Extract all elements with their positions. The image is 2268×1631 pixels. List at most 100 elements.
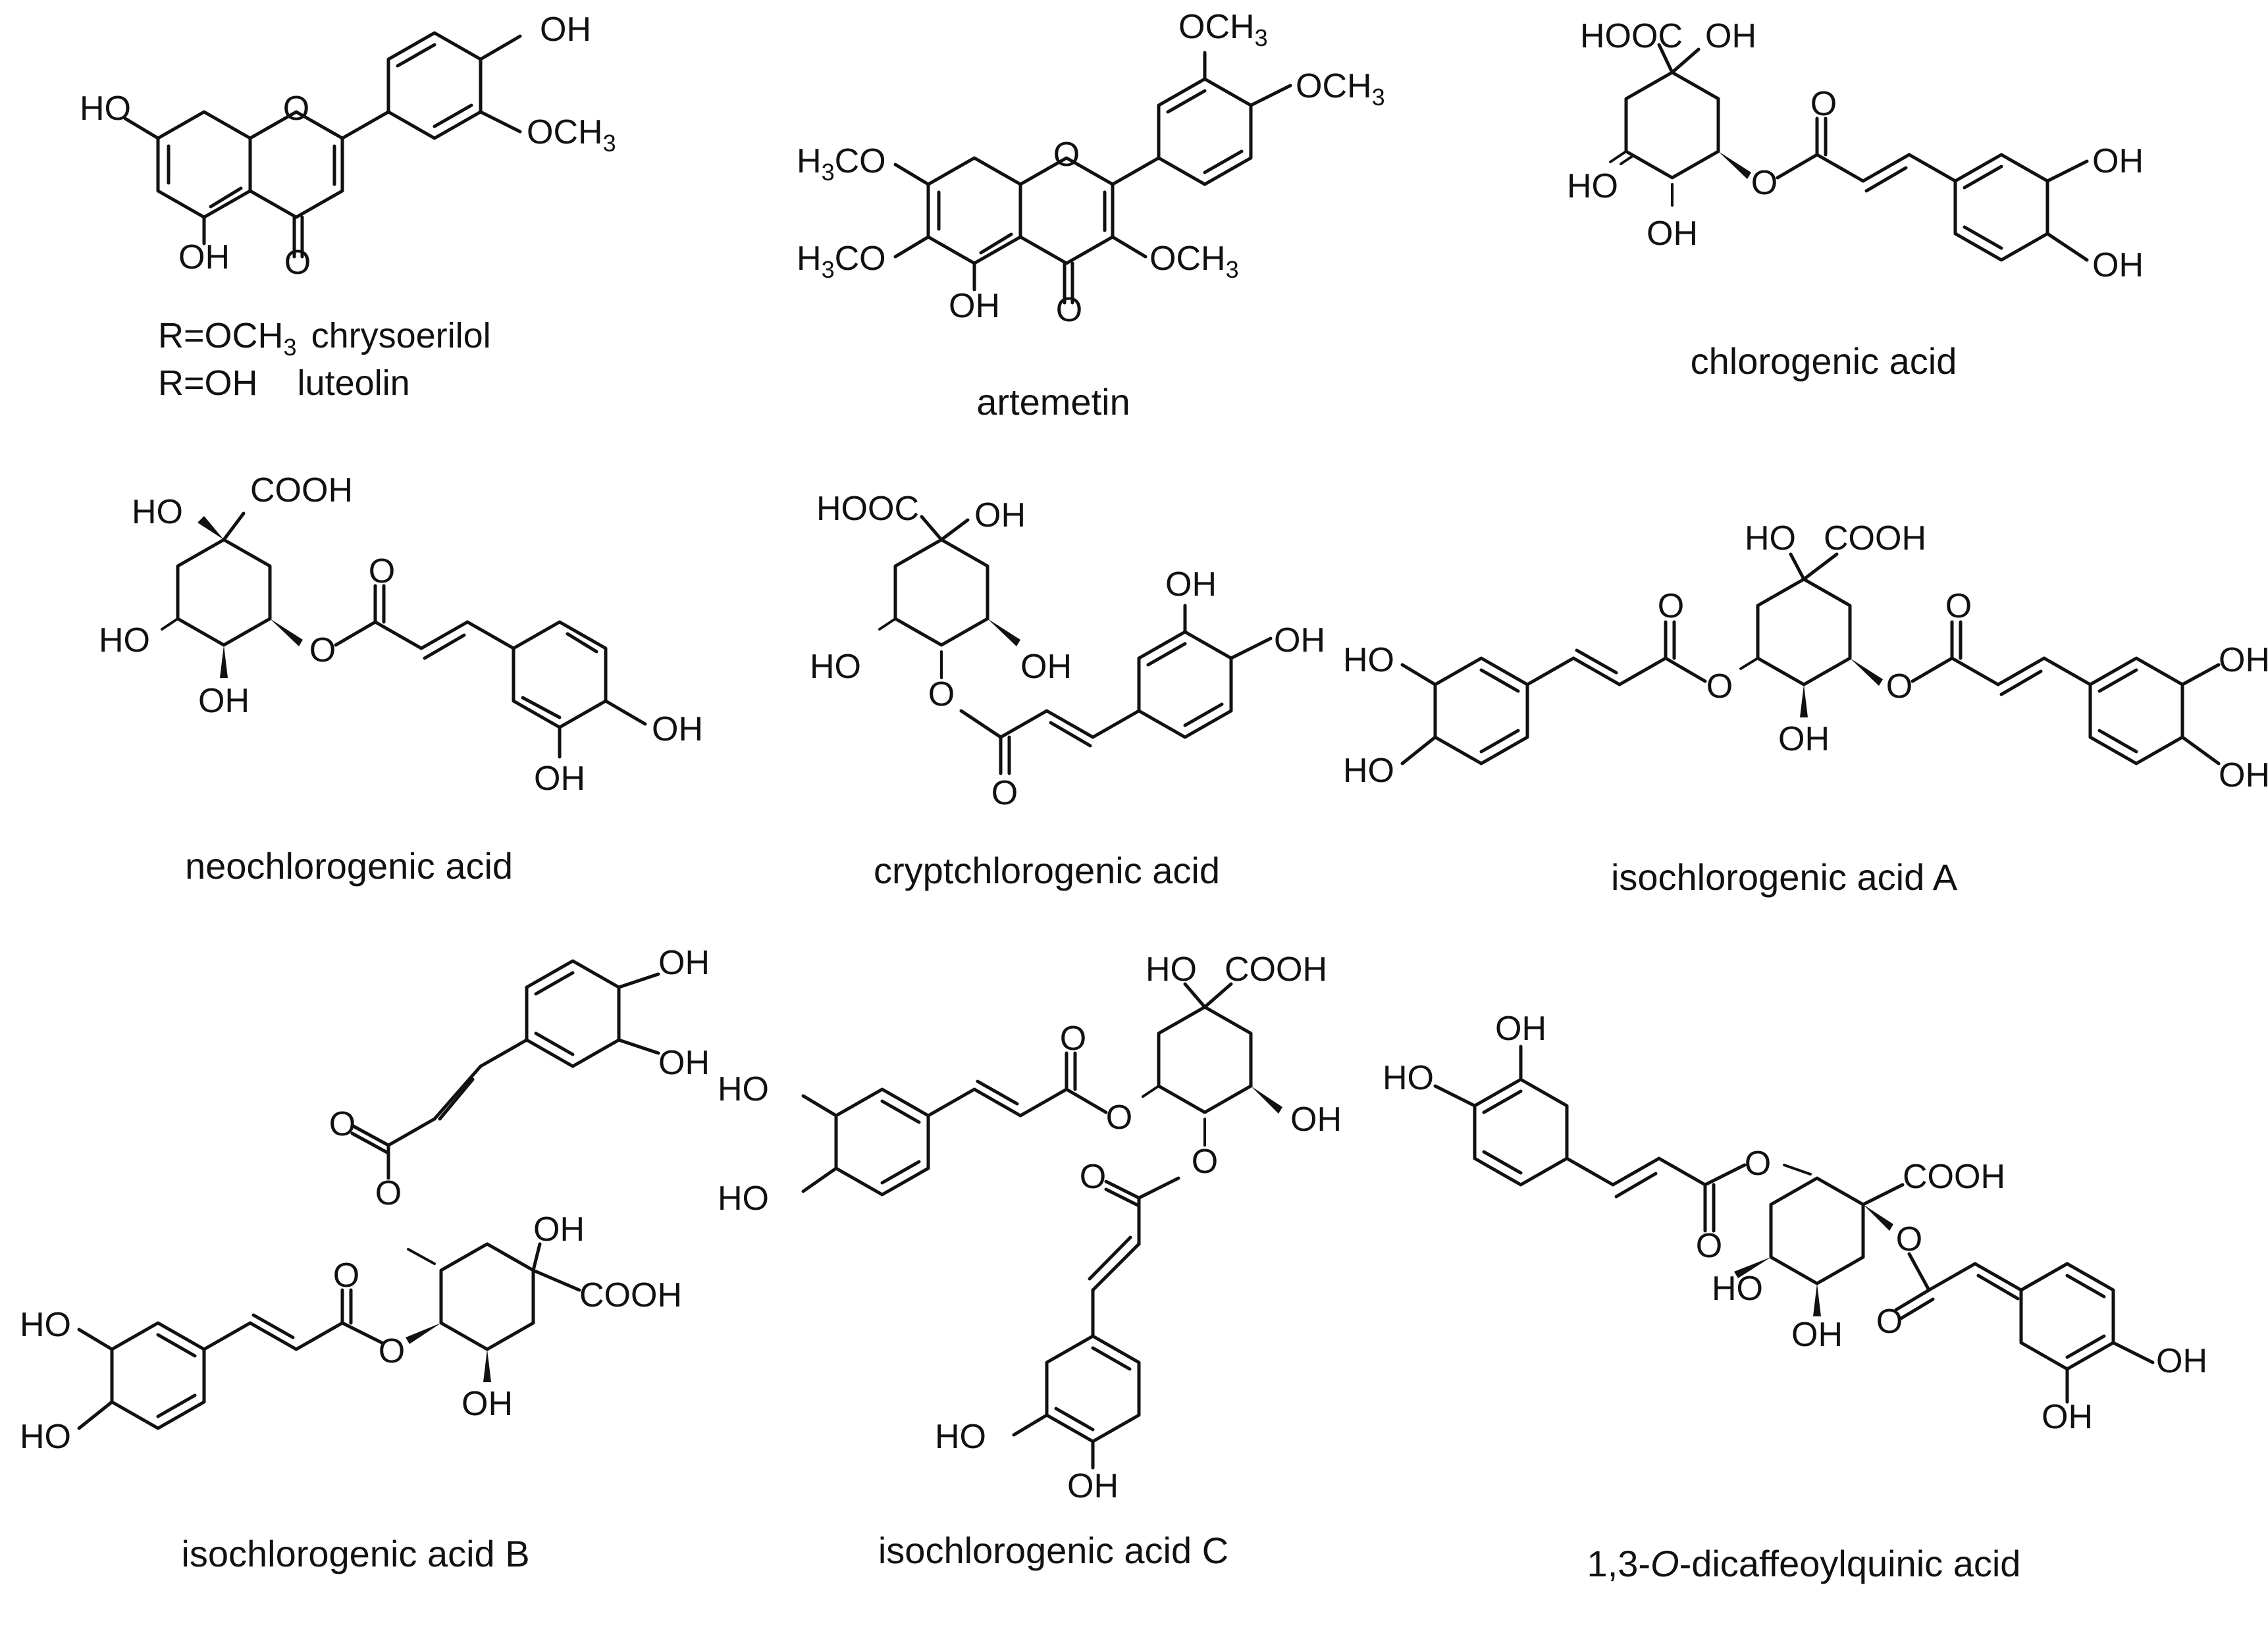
compound-caption: artemetin (976, 381, 1130, 423)
oh-label: HO (718, 1070, 769, 1108)
ester-oxygen-label: O (1896, 1220, 1922, 1258)
neochlorogenic-acid-structure: HO COOH O O HO OH OH OH neochlorogenic a… (99, 471, 703, 887)
oh-label: OH (652, 710, 703, 748)
oh-label: OH (1647, 215, 1698, 253)
oh-label: OH (2219, 641, 2268, 679)
chlorogenic-acid-structure: HOOC OH O O HO OH OH OH chlorogenic acid (1567, 17, 2144, 382)
ester-oxygen-label: O (379, 1332, 405, 1370)
oh-label: OH (658, 1044, 710, 1082)
carbonyl-oxygen-label: O (1696, 1227, 1722, 1265)
ester-oxygen-label: O (1886, 667, 1912, 706)
isochlorogenic-acid-b-structure: OH OH O O OH COOH O O OH HO HO isochloro… (20, 944, 710, 1574)
ring-oxygen-label: O (1053, 136, 1080, 174)
carboxyl-label: COOH (1903, 1158, 2005, 1196)
methoxy-label: OCH3 (1296, 67, 1385, 111)
carboxyl-label: COOH (1225, 950, 1327, 989)
ester-oxygen-label: O (309, 631, 336, 669)
compound-caption: isochlorogenic acid C (878, 1530, 1228, 1571)
oh-label: HO (80, 90, 131, 128)
oh-label: OH (2042, 1398, 2093, 1436)
oh-label: OH (2156, 1342, 2207, 1380)
oh-label: HO (20, 1418, 71, 1456)
oh-label: HO (1745, 519, 1796, 557)
isochlorogenic-acid-a-structure: HO COOH O O O O OH OH OH HO HO isochloro… (1343, 519, 2268, 898)
carbonyl-oxygen-label: O (329, 1105, 356, 1143)
ester-oxygen-label: O (375, 1174, 402, 1212)
ester-oxygen-label: O (928, 675, 955, 713)
oh-label: HO (1383, 1059, 1434, 1097)
carboxyl-label: COOH (1824, 519, 1926, 557)
compound-caption: isochlorogenic acid B (181, 1533, 529, 1574)
compound-caption: neochlorogenic acid (185, 845, 513, 887)
carbonyl-oxygen-label: O (1876, 1303, 1903, 1341)
oh-label: OH (178, 238, 230, 276)
carboxyl-label: COOH (250, 471, 353, 509)
oh-label: OH (1020, 648, 1072, 686)
compound-caption: 1,3-O-dicaffeoylquinic acid (1587, 1543, 2021, 1584)
oh-label: OH (1165, 565, 1217, 604)
oh-label: HO (718, 1179, 769, 1218)
oh-label: OH (1067, 1467, 1119, 1505)
oh-label: OH (198, 682, 250, 720)
carbonyl-oxygen-label: O (1056, 291, 1082, 329)
oh-label: OH (2092, 142, 2144, 180)
compound-caption: isochlorogenic acid A (1611, 856, 1958, 898)
oh-label: OH (533, 1210, 585, 1249)
ester-oxygen-label: O (1192, 1143, 1218, 1181)
oh-label: OH (2092, 246, 2144, 284)
oh-label: OH (1274, 621, 1325, 660)
ester-oxygen-label: O (1706, 667, 1733, 706)
methoxy-label: H3CO (797, 142, 886, 186)
carbonyl-oxygen-label: O (1658, 587, 1684, 625)
dicaffeoylquinic-acid-structure: OH HO O O COOH O O HO OH OH OH 1,3-O-dic… (1383, 1010, 2207, 1584)
oh-label: HO (1343, 641, 1394, 679)
oh-label: HO (132, 493, 183, 531)
methoxy-label: H3CO (797, 240, 886, 283)
oh-label: OH (974, 496, 1026, 534)
methoxy-label: OCH3 (1178, 8, 1268, 51)
methoxy-label: OCH3 (1149, 240, 1239, 283)
ester-oxygen-label: O (1106, 1099, 1132, 1137)
oh-label: HO (20, 1306, 71, 1344)
carboxyl-label: HOOC (1580, 17, 1683, 55)
carbonyl-oxygen-label: O (1945, 587, 1972, 625)
cryptchlorogenic-acid-structure: HOOC OH OH HO O O OH OH cryptchlorogenic… (810, 490, 1325, 891)
ester-oxygen-label: O (1745, 1145, 1771, 1183)
oh-label: OH (1778, 720, 1830, 758)
ester-oxygen-label: O (1751, 164, 1778, 202)
oh-label: OH (540, 11, 591, 49)
oh-label: OH (2219, 756, 2268, 794)
oh-label: OH (1290, 1100, 1342, 1139)
carbonyl-oxygen-label: O (333, 1256, 359, 1295)
compound-caption: chlorogenic acid (1691, 340, 1957, 382)
carboxyl-label: HOOC (816, 490, 919, 528)
oh-label: HO (1712, 1270, 1763, 1308)
oh-label: HO (1146, 950, 1197, 989)
isochlorogenic-acid-c-structure: HO COOH O O OH O O HO HO HO OH isochloro… (718, 950, 1342, 1571)
carboxyl-label: COOH (579, 1276, 682, 1314)
oh-label: OH (1705, 17, 1756, 55)
oh-label: HO (1343, 752, 1394, 790)
oh-label: OH (534, 760, 585, 798)
carbonyl-oxygen-label: O (991, 774, 1018, 812)
oh-label: OH (1495, 1010, 1546, 1048)
oh-label: OH (1791, 1316, 1843, 1354)
oh-label: HO (1567, 167, 1618, 205)
carbonyl-oxygen-label: O (369, 552, 395, 590)
oh-label: HO (935, 1418, 986, 1456)
artemetin-structure: O OCH3 OCH3 H3CO H3CO OCH3 OH O artemeti… (797, 8, 1385, 423)
ring-oxygen-label: O (283, 90, 309, 128)
oh-label: HO (810, 648, 861, 686)
carbonyl-oxygen-label: O (1080, 1158, 1106, 1196)
compound-caption: cryptchlorogenic acid (874, 850, 1220, 891)
carbonyl-oxygen-label: O (1810, 85, 1837, 123)
carbonyl-oxygen-label: O (284, 244, 311, 282)
oh-label: OH (658, 944, 710, 982)
methoxy-label: OCH3 (527, 113, 616, 157)
oh-label: OH (462, 1385, 513, 1423)
oh-label: OH (949, 287, 1000, 325)
